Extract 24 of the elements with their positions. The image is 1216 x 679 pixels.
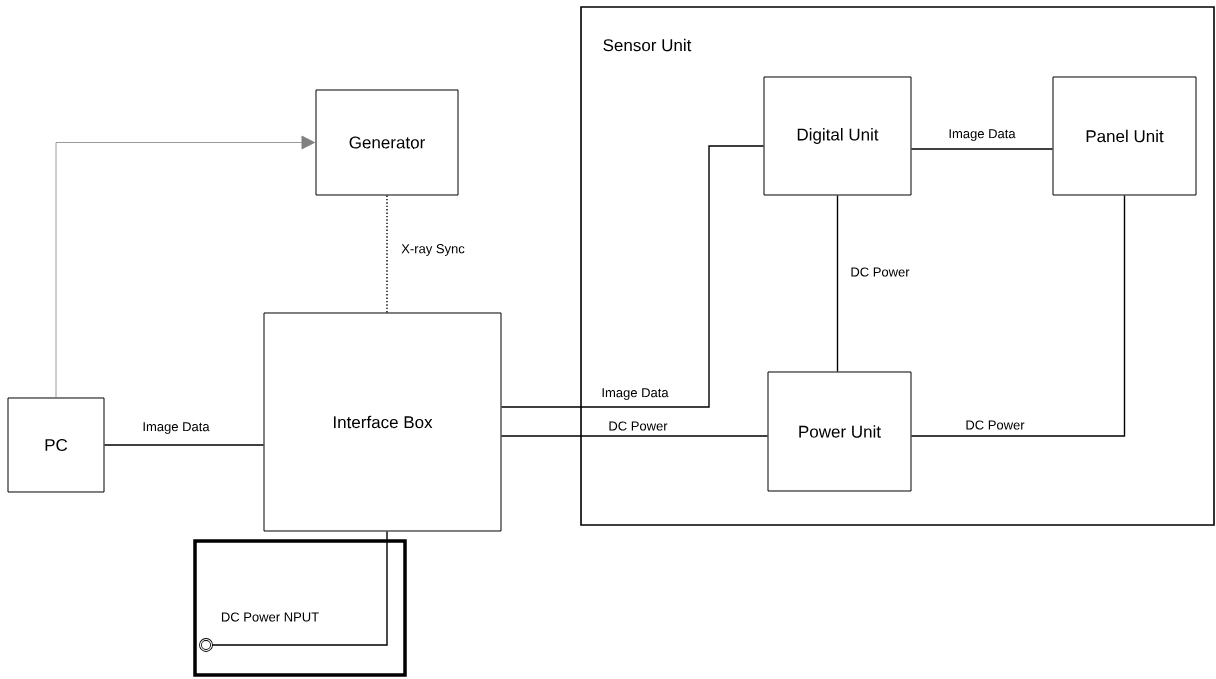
connector-line <box>55 135 315 398</box>
edge-label: DC Power <box>849 266 911 278</box>
connector-line <box>211 530 388 646</box>
edge-label: DC Power <box>607 420 669 432</box>
connector-line <box>386 194 388 314</box>
unit-box: Power Unit <box>767 371 912 492</box>
connector-line <box>103 444 265 446</box>
edge-label: Image Data <box>947 128 1017 142</box>
edge-label: X-ray Sync <box>400 243 466 257</box>
edge-label: DC Power <box>964 419 1026 431</box>
unit-box: PC <box>7 397 105 493</box>
unit-box: Generator <box>315 89 459 196</box>
edge-label: Image Data <box>600 387 670 401</box>
unit-box: Interface Box <box>263 312 502 532</box>
connector-symbol <box>199 638 213 652</box>
connector-line <box>500 145 765 408</box>
connector-line <box>910 148 1054 150</box>
connector-line <box>836 194 839 373</box>
power-input-panel: DC Power NPUT <box>193 539 407 677</box>
connector-line <box>500 435 769 437</box>
unit-box: Panel Unit <box>1052 76 1197 196</box>
unit-box: Digital Unit <box>763 76 912 196</box>
connector-line <box>910 194 1126 437</box>
edge-label: Image Data <box>141 421 211 435</box>
